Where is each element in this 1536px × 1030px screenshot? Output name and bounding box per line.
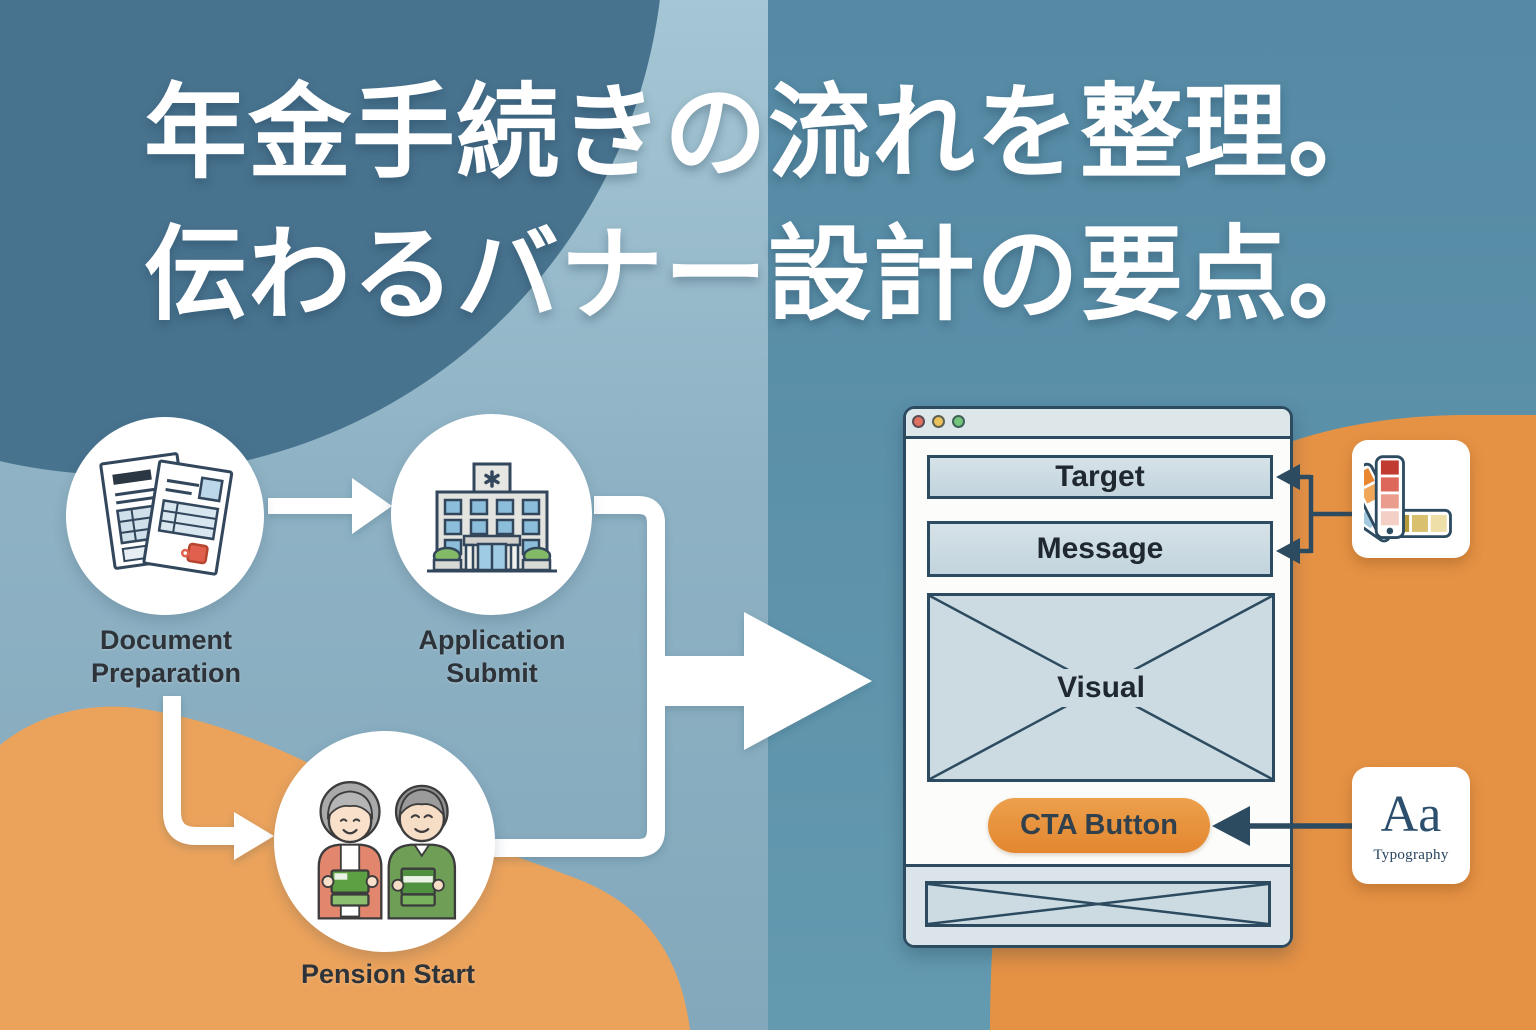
placeholder-x-icon <box>928 884 1268 924</box>
headline-line-2: 伝わるバナー設計の要点。 <box>144 217 1392 332</box>
step-label-pension-start: Pension Start <box>258 958 518 991</box>
big-arrow-to-wireframe <box>656 612 872 750</box>
wireframe-footer-placeholder <box>925 881 1271 927</box>
step-label-line: Pension Start <box>300 959 476 989</box>
elbow-doc-to-pension <box>163 696 234 845</box>
elderly-couple-icon <box>317 780 456 920</box>
typography-card: Aa Typography <box>1352 767 1470 884</box>
minimize-window-icon <box>932 415 945 428</box>
step-label-line: Preparation <box>90 658 242 689</box>
color-palette-icon <box>1364 455 1452 543</box>
step-label-line: Submit <box>446 658 538 689</box>
headline-line-1: 年金手続きの流れを整理。 <box>144 75 1392 190</box>
step-circle-application-submit <box>391 414 592 615</box>
dark-circle-shape <box>0 0 660 475</box>
arrow-doc-to-application <box>268 478 392 534</box>
browser-window-wireframe: Target Message Visual CTA Button <box>903 406 1293 948</box>
step-label-line: Document <box>99 625 232 655</box>
visual-label: Visual <box>1043 668 1159 707</box>
arrowhead-into-pension <box>234 812 274 860</box>
step-circle-document-preparation <box>66 417 264 615</box>
typography-label: Typography <box>1373 847 1449 863</box>
step-label-line: Application <box>418 625 566 655</box>
palette-card <box>1352 440 1470 558</box>
wireframe-visual-placeholder: Visual <box>927 593 1275 782</box>
step-label-application-submit: Application Submit <box>362 624 622 691</box>
wireframe-footer <box>906 864 1290 945</box>
step-label-document-preparation: Document Preparation <box>36 624 296 691</box>
window-titlebar <box>906 409 1290 439</box>
documents-icon <box>99 452 234 576</box>
flow-connectors <box>163 478 872 860</box>
government-building-icon <box>426 462 557 572</box>
wireframe-target-bar: Target <box>927 455 1273 499</box>
cta-button: CTA Button <box>988 798 1210 853</box>
typography-sample-text: Aa <box>1380 786 1442 843</box>
step-circle-pension-start <box>274 731 495 952</box>
wireframe-message-bar: Message <box>927 521 1273 577</box>
zoom-window-icon <box>952 415 965 428</box>
close-window-icon <box>912 415 925 428</box>
